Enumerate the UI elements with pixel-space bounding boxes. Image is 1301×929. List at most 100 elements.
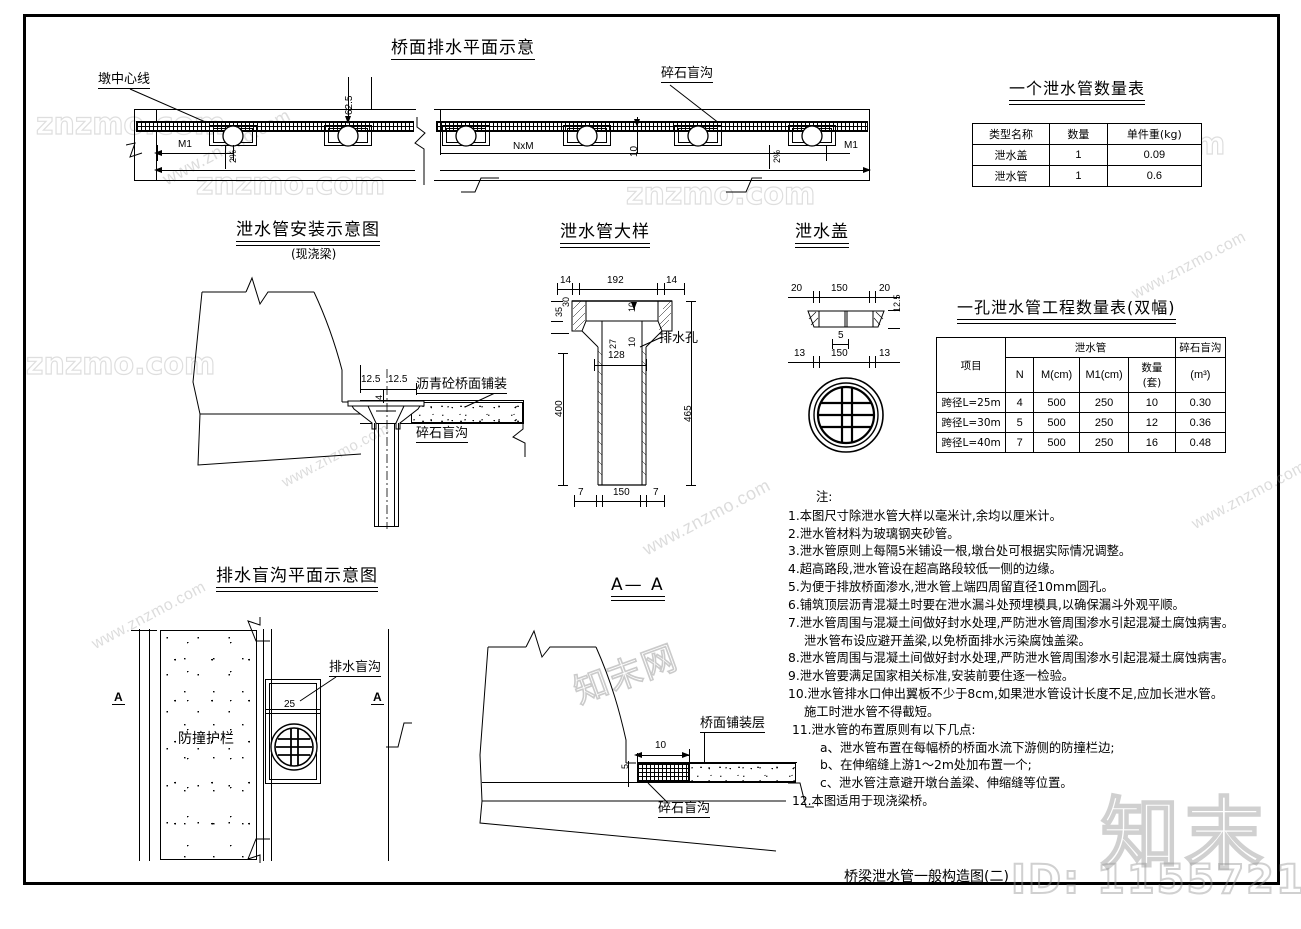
deck-far-edge (388, 629, 389, 861)
dim-tick (646, 495, 647, 507)
th-sets: 数量(套) (1128, 357, 1176, 393)
dim-line-cover-bot (788, 362, 900, 363)
asphalt-leader (464, 393, 496, 408)
dim-14-right: 14 (666, 275, 678, 286)
arrow (634, 119, 640, 127)
pavement-bottom-line (360, 423, 523, 424)
dim-tick (869, 291, 870, 303)
dim-line-5 (832, 344, 848, 345)
cell-sets: 10 (1128, 392, 1176, 413)
rubble-strip-l (136, 121, 414, 132)
dim-tick (602, 495, 603, 507)
drain-circle (801, 125, 823, 147)
dim-tick (875, 291, 876, 303)
ditch-div-line-b (265, 713, 321, 714)
drain-circle (455, 125, 477, 147)
dim-35: 35 (554, 306, 564, 317)
dim-20-left: 20 (791, 283, 803, 294)
dim-tick (594, 359, 595, 371)
dim-12-5-right: 12.5 (388, 374, 408, 385)
note-item: 9.泄水管要满足国家相关标准,安装前要住逐一检验。 (788, 669, 1075, 684)
dim-tick (888, 310, 900, 311)
ext-125-r (416, 383, 417, 395)
cell-type: 泄水管 (971, 165, 1051, 187)
dim-10-plan: 10 (629, 145, 640, 157)
drain-circle (337, 125, 359, 147)
install-view-subtitle: (现浇梁) (291, 247, 337, 261)
dim-nxm: NxM (513, 141, 534, 152)
drain-hole-label: 排水孔 (659, 331, 699, 346)
cell-qty: 1 (1049, 165, 1108, 187)
deck-bottom-line-r (434, 180, 870, 181)
watermark-znzmo: znzmo.com (195, 166, 386, 202)
th-pipe: 泄水管 (1005, 337, 1176, 358)
pav-edge-aa (637, 753, 638, 783)
dim-13-left: 13 (794, 348, 806, 359)
dim-14-left: 14 (560, 275, 572, 286)
asphalt-pavement-label: 沥青砼桥面铺装 (416, 377, 508, 394)
break-symbol (247, 617, 270, 642)
drawing-frame: znzmo.com znzmo.com znzmo.com znzmo.com … (23, 14, 1301, 904)
cell-qty: 1 (1049, 144, 1108, 166)
dim-line-top-w (557, 289, 684, 290)
ext-line-625 (371, 77, 372, 109)
dim-tick (233, 145, 234, 161)
blind-ditch-plan-title: 排水盲沟平面示意图 (216, 561, 378, 592)
th-quantity: 数量 (1049, 123, 1108, 145)
drain-funnel-head (347, 400, 425, 430)
deck-edge-line-a (263, 629, 264, 861)
dim-line-5-aa (628, 761, 629, 787)
ext-line-nxm-l (440, 109, 441, 155)
dim-tick (819, 356, 820, 368)
th-rubble: 碎石盲沟 (1174, 337, 1227, 358)
table-quantity: 项目 泄水管 碎石盲沟 N M(cm) M1(cm) 数量(套) (m³) 跨径… (935, 337, 1227, 453)
cell-m: 500 (1033, 432, 1081, 453)
cell-vol: 0.30 (1174, 392, 1227, 413)
dim-line-cover-top (788, 297, 900, 298)
deck-pavement-leader (704, 732, 705, 762)
th-m1: M1(cm) (1079, 357, 1130, 393)
break-symbol (788, 782, 814, 808)
cell-vol: 0.48 (1174, 432, 1227, 453)
pipe-right-wall-b (398, 423, 399, 526)
pipe-detail-body (571, 300, 673, 486)
slope-label-right: 2% (772, 149, 782, 163)
dim-tick (664, 283, 665, 295)
dim-tick (558, 485, 568, 486)
ditch-grate (270, 723, 318, 771)
table-row-header-1: 项目 泄水管 碎石盲沟 (935, 337, 1227, 393)
dim-tick (819, 291, 820, 303)
deck-pavement-layer-label: 桥面铺装层 (700, 716, 766, 733)
th-m: M(cm) (1033, 357, 1081, 393)
th-n: N (1005, 357, 1035, 393)
dim-150-top: 150 (831, 283, 848, 294)
arrow (154, 150, 162, 156)
cover-grate-plan (808, 377, 884, 453)
arrow (682, 752, 690, 758)
dim-line-long-r (440, 170, 869, 171)
arrow (863, 167, 871, 173)
dim-12-5-left: 12.5 (361, 374, 381, 385)
asphalt-pavement-block (411, 402, 523, 423)
dim-line-400 (563, 353, 564, 485)
dim-line-625 (348, 77, 349, 122)
notes-heading: 注: (816, 490, 833, 504)
arrow (634, 752, 642, 758)
plan-view-title: 桥面排水平面示意 (391, 33, 535, 60)
dim-tick (664, 495, 665, 507)
table-row-header-2: N M(cm) M1(cm) 数量(套) (m³) (937, 357, 1227, 393)
break-symbol (386, 722, 412, 748)
table-row: 泄水盖 1 0.09 (971, 144, 1203, 166)
rubble-leader-aa (647, 783, 669, 804)
dim-tick (689, 749, 690, 763)
deck-bottom-line-l (134, 180, 416, 181)
note-subitem: c、泄水管注意避开墩台盖梁、伸缩缝等位置。 (820, 776, 1073, 791)
th-type-name: 类型名称 (971, 123, 1051, 145)
note-subitem: a、泄水管布置在每幅桥的桥面水流下游侧的防撞栏边; (820, 740, 1115, 755)
pavement-top-aa (637, 762, 797, 763)
ditch-inner-box (269, 683, 317, 780)
pipe-detail-title: 泄水管大样 (560, 217, 650, 248)
dim-25: 25 (284, 699, 296, 710)
section-mark-a-left: A (112, 690, 125, 705)
dim-line-10-aa (637, 755, 689, 756)
